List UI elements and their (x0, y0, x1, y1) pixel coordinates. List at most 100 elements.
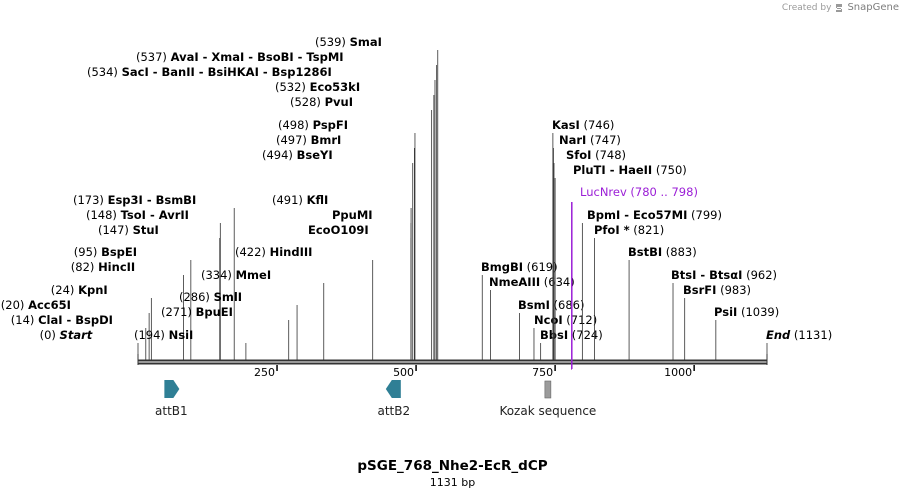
site-label-text: (534) SacI - BanII - BsiHKAI - Bsp1286I (87, 65, 332, 79)
site-separator: - (606, 163, 619, 177)
site-label-text: BsrFI (983) (683, 283, 751, 297)
site-label-text: (532) Eco53kI (275, 80, 360, 94)
enzyme-name: BanII (162, 65, 195, 79)
feature-label-attb2: attB2 (378, 404, 411, 418)
site-label-pspfi: (498) PspFI (278, 118, 416, 360)
site-position: (334) (201, 268, 236, 282)
site-label-text: (14) ClaI - BspDI (11, 313, 113, 327)
site-position: (528) (290, 95, 325, 109)
enzyme-name: HincII (98, 260, 135, 274)
enzyme-name: BsrFI (683, 283, 716, 297)
site-label-text: (528) PvuI (290, 95, 353, 109)
enzyme-name: Esp3I (108, 193, 143, 207)
site-label-text: BsmI (686) (518, 298, 584, 312)
site-position: (82) (71, 260, 98, 274)
site-separator: - (259, 65, 272, 79)
site-label-text: EcoO109I (308, 223, 369, 237)
site-label-text: PfoI * (821) (594, 223, 664, 237)
snapgene-logo-icon (836, 3, 843, 12)
site-label-text: (82) HincII (71, 260, 135, 274)
enzyme-name: MmeI (236, 268, 272, 282)
site-label-text: NmeAIII (634) (489, 275, 575, 289)
site-position: (750) (652, 163, 687, 177)
site-position: (712) (563, 313, 598, 327)
enzyme-name: Bsp1286I (272, 65, 332, 79)
site-label-pfoi: PfoI * (821) (594, 223, 664, 360)
site-position: (799) (687, 208, 722, 222)
enzyme-name: BtsαI (709, 268, 742, 282)
site-label-start: (0) Start (40, 328, 139, 360)
site-position: (422) (235, 245, 270, 259)
enzyme-name: Acc65I (28, 298, 71, 312)
site-position: (748) (591, 148, 626, 162)
enzyme-name: KflI (307, 193, 329, 207)
scale-tick-label: 500 (393, 366, 414, 379)
enzyme-name: SmaI (350, 35, 382, 49)
site-separator: - (143, 193, 156, 207)
site-label-saci: (534) SacI - BanII - BsiHKAI - Bsp1286I (87, 65, 436, 360)
enzyme-name: HindIII (270, 245, 313, 259)
enzyme-name: BtsI (671, 268, 696, 282)
site-label-sfoi: SfoI (748) (553, 148, 626, 360)
enzyme-name: PpuMI (332, 208, 373, 222)
site-label-bsrfi: BsrFI (983) (683, 283, 751, 360)
site-label-bmri: (497) BmrI (276, 133, 415, 360)
site-label-text: BtsI - BtsαI (962) (671, 268, 777, 282)
enzyme-name: BseYI (297, 148, 333, 162)
enzyme-name: BspDI (75, 313, 113, 327)
site-label-tsoi: (148) TsoI - AvrII (86, 208, 221, 360)
site-label-text: (173) Esp3I - BsmBI (73, 193, 196, 207)
site-position: (634) (540, 275, 575, 289)
enzyme-name: AvaI (171, 50, 199, 64)
site-label-text: LucNrev (780 .. 798) (580, 185, 698, 199)
site-label-acc65i: (20) Acc65I (1, 298, 150, 360)
plasmid-length: 1131 bp (429, 476, 476, 489)
site-label-pvui: (528) PvuI (290, 95, 433, 360)
site-label-text: (494) BseYI (262, 148, 333, 162)
site-position: (1039) (737, 305, 779, 319)
enzyme-name: PvuI (325, 95, 353, 109)
site-position: (746) (580, 118, 615, 132)
enzyme-name: BsoBI (257, 50, 294, 64)
feature-label-attb1: attB1 (155, 404, 188, 418)
site-position: (534) (87, 65, 122, 79)
site-label-nsii: (194) NsiI (134, 328, 247, 360)
site-position: (983) (716, 283, 751, 297)
site-label-text: (147) StuI (98, 223, 159, 237)
site-label-text: NarI (747) (559, 133, 621, 147)
enzyme-name: EcoO109I (308, 223, 369, 237)
enzyme-name: TsoI (121, 208, 146, 222)
site-position: (147) (98, 223, 133, 237)
site-separator: - (696, 268, 709, 282)
enzyme-name: Eco57MI (633, 208, 687, 222)
site-label-text: NcoI (712) (534, 313, 597, 327)
attb2-arrow-icon (385, 380, 401, 398)
enzyme-name: AvrII (159, 208, 189, 222)
site-position: (95) (74, 245, 101, 259)
site-separator: - (149, 65, 162, 79)
site-label-text: End (1131) (766, 328, 832, 342)
site-label-stui: (147) StuI (98, 223, 221, 360)
site-label-bstbi: BstBI (883) (628, 245, 697, 360)
enzyme-name: LucNrev (580, 185, 627, 199)
enzyme-name: BstBI (628, 245, 662, 259)
site-label-text: (497) BmrI (276, 133, 341, 147)
site-label-kpni: (24) KpnI (51, 283, 152, 360)
site-separator: - (620, 208, 633, 222)
site-position: (1131) (790, 328, 832, 342)
site-label-psii: PsiI (1039) (714, 305, 779, 360)
scale-tick-label: 750 (532, 366, 553, 379)
site-label-text: BpmI - Eco57MI (799) (587, 208, 722, 222)
site-label-pluti: PluTI - HaeII (750) (554, 163, 687, 360)
site-label-hindiii: (422) HindIII (235, 245, 374, 360)
site-label-text: (95) BspEI (74, 245, 137, 259)
credit-prefix: Created by (781, 2, 832, 13)
site-position: (14) (11, 313, 38, 327)
site-position: (821) (630, 223, 665, 237)
enzyme-name: BmgBI (481, 260, 523, 274)
enzyme-name: BmrI (311, 133, 342, 147)
plasmid-title: pSGE_768_Nhe2-EcR_dCP (357, 458, 548, 474)
enzyme-name: BpmI (587, 208, 620, 222)
site-label-text: (20) Acc65I (1, 298, 71, 312)
